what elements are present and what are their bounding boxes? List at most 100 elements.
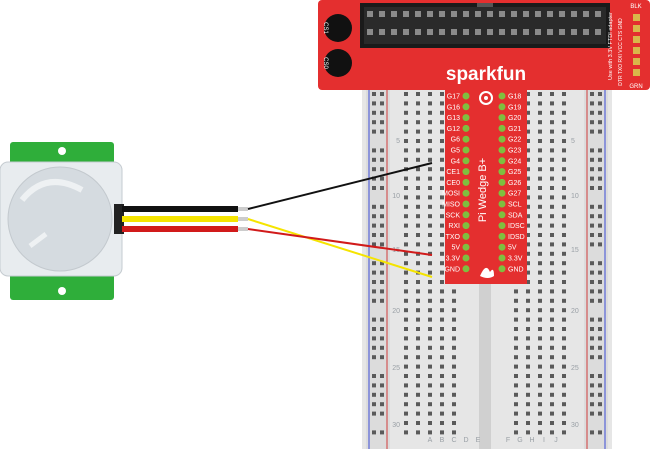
wedge-pin-label-left: G4 xyxy=(451,158,460,165)
gear-icon xyxy=(479,91,493,105)
breadboard-hole xyxy=(440,280,444,284)
wedge-pin-label-left: MOSI xyxy=(442,191,460,198)
grn-label: GRN xyxy=(629,84,642,90)
rail-hole xyxy=(590,242,594,247)
breadboard-hole xyxy=(562,364,566,369)
header-pin xyxy=(415,29,421,35)
ftdi-pin xyxy=(633,25,640,32)
breadboard-hole xyxy=(452,383,456,388)
breadboard-hole xyxy=(428,364,432,369)
breadboard-hole xyxy=(404,251,408,256)
wedge-pin-label-right: IDSC xyxy=(508,223,525,230)
breadboard-hole xyxy=(526,242,530,247)
column-letter: J xyxy=(554,437,558,444)
rail-hole xyxy=(590,430,594,435)
cs0-label: CS0 xyxy=(322,57,328,69)
wedge-pin-label-left: RXI xyxy=(448,223,460,230)
wedge-pin-label-left: MISO xyxy=(442,202,460,209)
wedge-pin-label-right: G26 xyxy=(508,180,521,187)
rail-hole xyxy=(372,120,376,125)
breadboard-hole xyxy=(428,233,432,237)
breadboard-hole xyxy=(416,186,420,190)
breadboard-hole xyxy=(440,167,444,172)
rail-hole xyxy=(598,176,602,181)
breadboard-hole xyxy=(526,233,530,237)
rail-hole xyxy=(372,167,376,172)
header-pins xyxy=(367,11,601,35)
header-pin xyxy=(523,11,529,17)
breadboard-hole xyxy=(550,176,554,181)
breadboard-hole xyxy=(562,139,566,143)
breadboard-hole xyxy=(526,383,530,388)
ftdi-pin xyxy=(633,58,640,65)
rail-hole xyxy=(590,101,594,106)
rail-hole xyxy=(380,392,384,397)
breadboard-hole xyxy=(526,270,530,275)
rail-hole xyxy=(372,430,376,435)
rail-hole xyxy=(598,374,602,378)
breadboard-hole xyxy=(440,157,444,162)
breadboard-hole xyxy=(550,110,554,115)
rail-hole xyxy=(372,411,376,416)
header-pin xyxy=(403,29,409,35)
breadboard-hole xyxy=(526,317,530,322)
breadboard-hole xyxy=(428,317,432,322)
row-number-left: 20 xyxy=(392,308,400,315)
breadboard-hole xyxy=(526,261,530,266)
header-pin xyxy=(451,11,457,17)
header-pin xyxy=(475,11,481,17)
breadboard-hole xyxy=(538,411,542,416)
breadboard-hole xyxy=(416,139,420,143)
rail-hole xyxy=(372,176,376,181)
rail-hole xyxy=(590,120,594,125)
breadboard-hole xyxy=(452,355,456,360)
breadboard-hole xyxy=(562,327,566,331)
breadboard-hole xyxy=(440,374,444,378)
breadboard-hole xyxy=(428,402,432,407)
rail-hole xyxy=(380,129,384,134)
breadboard-hole xyxy=(538,186,542,190)
rail-hole xyxy=(598,327,602,331)
ftdi-header xyxy=(633,14,640,76)
wedge-pin-label-right: G27 xyxy=(508,191,521,198)
breadboard-hole xyxy=(562,120,566,125)
wedge-pin-pad xyxy=(462,243,470,251)
header-pin xyxy=(487,11,493,17)
row-number-right: 30 xyxy=(571,422,579,429)
rail-hole xyxy=(590,374,594,378)
breadboard-hole xyxy=(550,345,554,350)
header-pin xyxy=(595,29,601,35)
breadboard-hole xyxy=(538,204,542,209)
column-letter: A xyxy=(428,437,433,444)
breadboard-hole xyxy=(538,195,542,200)
rail-hole xyxy=(598,110,602,115)
wedge-pin-label-left: TXO xyxy=(446,234,461,241)
rail-hole xyxy=(590,402,594,407)
breadboard-hole xyxy=(550,148,554,153)
breadboard-hole xyxy=(428,411,432,416)
rail-hole xyxy=(598,298,602,303)
breadboard-hole xyxy=(526,139,530,143)
wedge-pin-pad xyxy=(498,243,506,251)
breadboard-hole xyxy=(538,110,542,115)
rail-hole xyxy=(598,129,602,134)
breadboard-hole xyxy=(526,223,530,228)
breadboard-hole xyxy=(538,317,542,322)
breadboard-hole xyxy=(416,223,420,228)
breadboard-hole xyxy=(538,308,542,313)
breadboard-hole xyxy=(562,101,566,106)
rail-hole xyxy=(372,92,376,96)
rail-hole xyxy=(372,336,376,341)
breadboard-hole xyxy=(514,289,518,294)
row-number-left: 25 xyxy=(392,365,400,372)
breadboard-hole xyxy=(526,336,530,341)
breadboard-hole xyxy=(440,308,444,313)
rail-hole xyxy=(598,345,602,350)
breadboard-hole xyxy=(416,289,420,294)
rail-hole xyxy=(372,186,376,190)
breadboard-hole xyxy=(404,176,408,181)
rail-hole xyxy=(380,186,384,190)
breadboard-hole xyxy=(404,298,408,303)
breadboard-hole xyxy=(562,374,566,378)
